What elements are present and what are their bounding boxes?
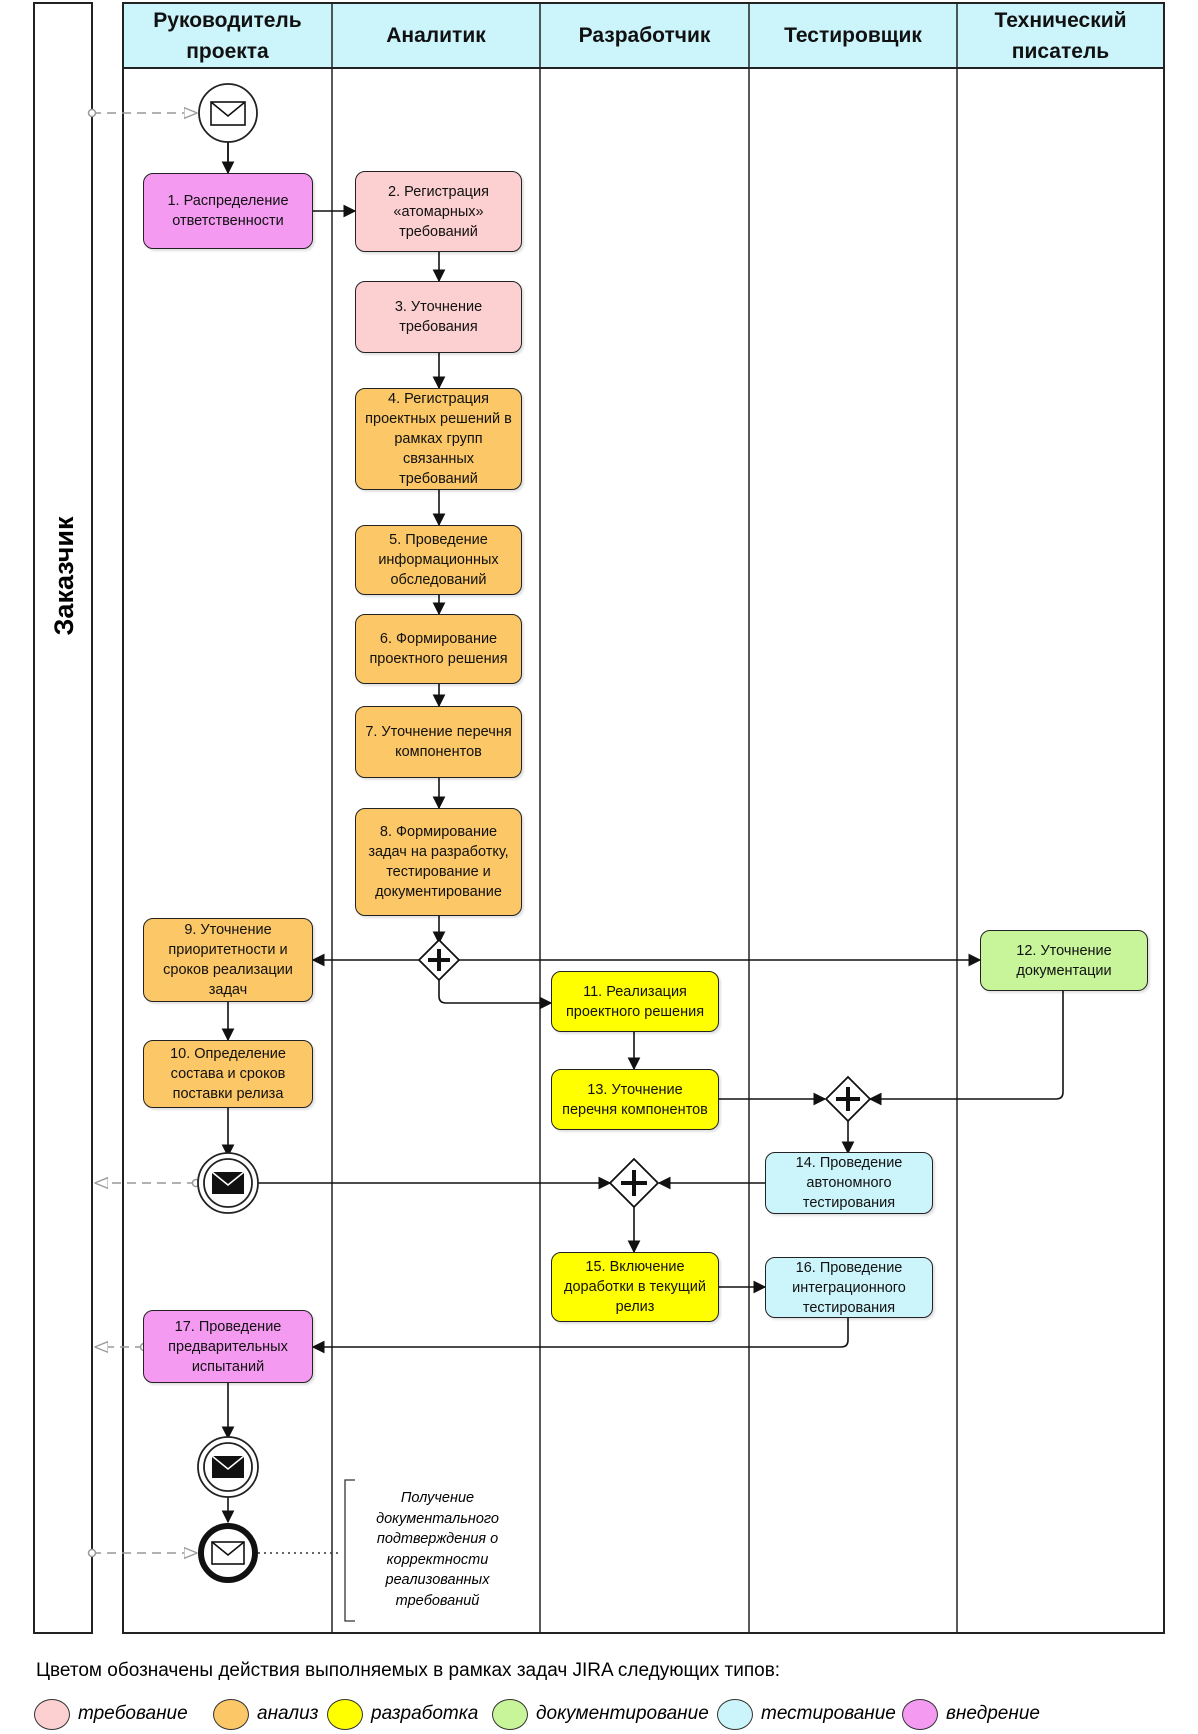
task-5: 5. Проведение информационных обследовани…: [355, 525, 522, 595]
lane-header-tester: Тестировщик: [784, 24, 922, 47]
legend-label-testing: тестирование: [761, 1703, 896, 1724]
legend-swatch-implementation: [902, 1698, 938, 1730]
legend-swatch-testing: [717, 1698, 753, 1730]
legend-item-documentation: документирование: [492, 1694, 709, 1734]
task-4: 4. Регистрация проектных решений в рамка…: [355, 388, 522, 490]
legend-swatch-analysis: [213, 1698, 249, 1730]
pool-border: [33, 2, 93, 1634]
end-message-event: [198, 1523, 258, 1583]
task-1: 1. Распределение ответственности: [143, 173, 313, 249]
task-15: 15. Включение доработки в текущий релиз: [551, 1252, 719, 1322]
task-11: 11. Реализация проектного решения: [551, 971, 719, 1032]
legend-label-documentation: документирование: [536, 1703, 709, 1724]
task-16: 16. Проведение интеграционного тестирова…: [765, 1257, 933, 1318]
legend-item-analysis: анализ: [213, 1694, 319, 1734]
lane-header-tech-writer: Технический писатель: [994, 8, 1127, 63]
parallel-gateway-1: [417, 938, 461, 982]
legend-label-requirement: требование: [78, 1703, 188, 1724]
legend-item-implementation: внедрение: [902, 1694, 1040, 1734]
intermediate-message-event-1: [197, 1152, 259, 1214]
annotation-text: Получение документального подтверждения …: [376, 1490, 499, 1609]
task-12: 12. Уточнение документации: [980, 930, 1148, 991]
legend-swatch-requirement: [34, 1698, 70, 1730]
lane-header-developer: Разработчик: [578, 24, 711, 47]
intermediate-message-event-2: [197, 1436, 259, 1498]
task-10: 10. Определение состава и сроков поставк…: [143, 1040, 313, 1108]
lane-header-analyst: Аналитик: [386, 24, 486, 47]
task-8: 8. Формирование задач на разработку, тес…: [355, 808, 522, 916]
legend-item-requirement: требование: [34, 1694, 188, 1734]
legend-title: Цветом обозначены действия выполняемых в…: [36, 1660, 781, 1681]
legend-label-analysis: анализ: [257, 1703, 319, 1724]
task-2: 2. Регистрация «атомарных» требований: [355, 171, 522, 252]
task-17: 17. Проведение предварительных испытаний: [143, 1310, 313, 1383]
lane-header-bar: [122, 2, 1165, 69]
lane-header-pm: Руководитель проекта: [153, 8, 302, 63]
task-13: 13. Уточнение перечня компонентов: [551, 1069, 719, 1130]
start-message-event: [198, 83, 258, 143]
task-7: 7. Уточнение перечня компонентов: [355, 706, 522, 778]
legend-swatch-development: [327, 1698, 363, 1730]
task-9: 9. Уточнение приоритетности и сроков реа…: [143, 918, 313, 1002]
parallel-gateway-2: [824, 1075, 872, 1123]
legend-label-development: разработка: [371, 1703, 479, 1724]
task-3: 3. Уточнение требования: [355, 281, 522, 353]
legend-swatch-documentation: [492, 1698, 528, 1730]
lanes-border: [122, 2, 1165, 1634]
task-6: 6. Формирование проектного решения: [355, 614, 522, 684]
pool-label: Заказчик: [48, 516, 79, 636]
legend-item-testing: тестирование: [717, 1694, 896, 1734]
legend-label-implementation: внедрение: [946, 1703, 1040, 1724]
parallel-gateway-3: [608, 1157, 660, 1209]
task-14: 14. Проведение автономного тестирования: [765, 1152, 933, 1214]
legend-item-development: разработка: [327, 1694, 478, 1734]
